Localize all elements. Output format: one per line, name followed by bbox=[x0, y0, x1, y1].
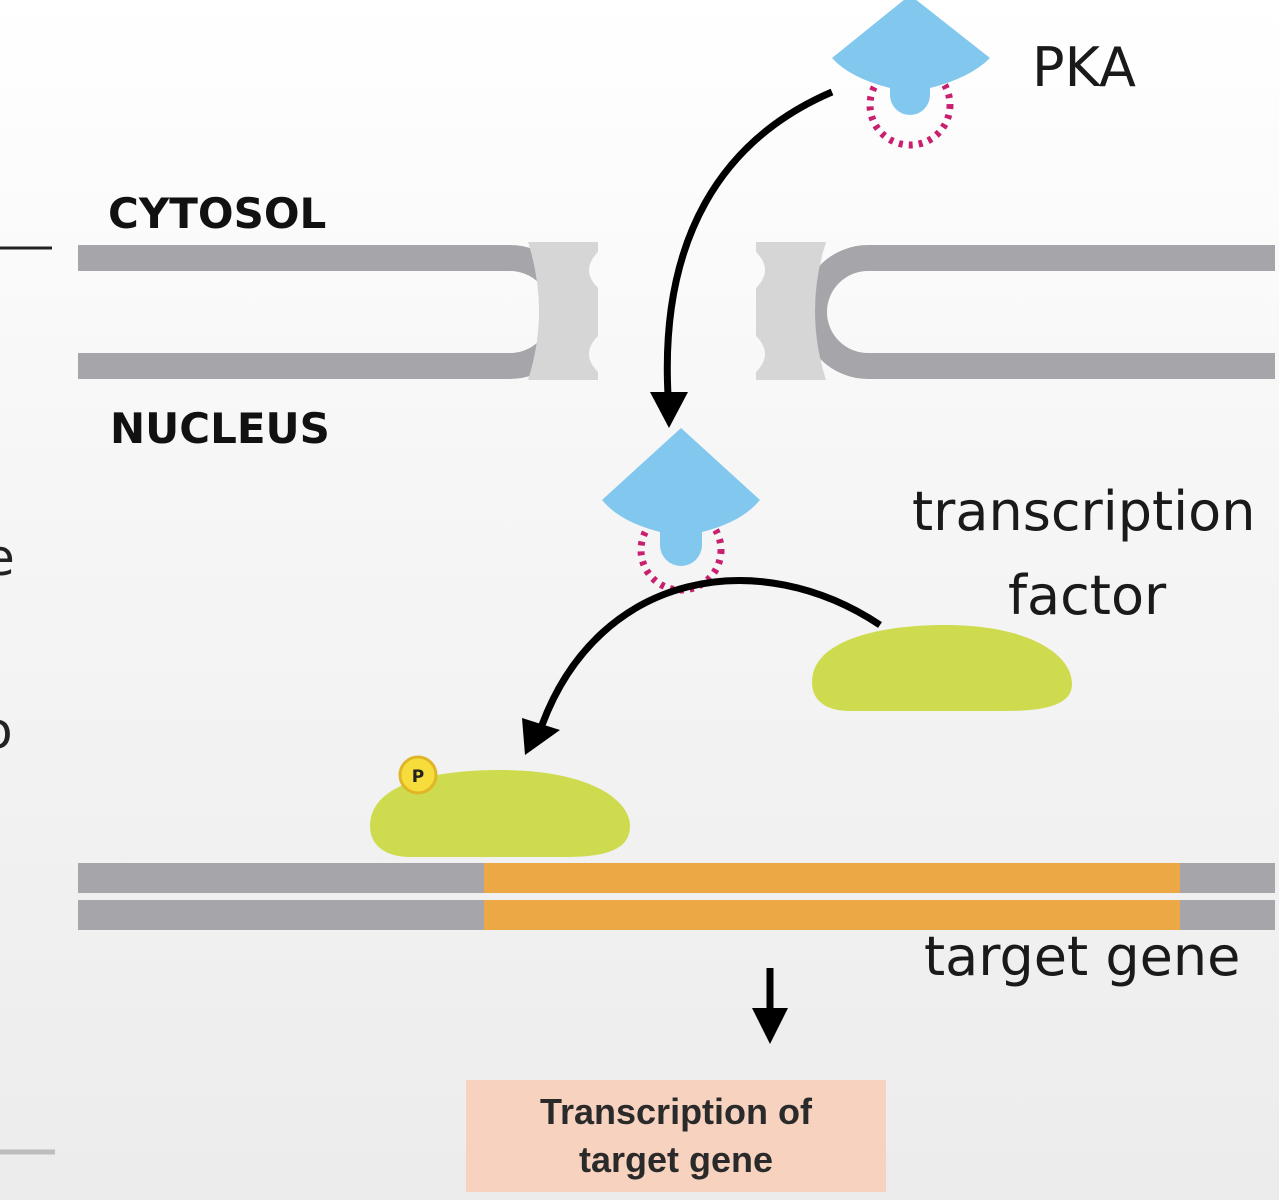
phosphate-label: P bbox=[412, 767, 424, 787]
transcription-factor-label-line2: factor bbox=[1008, 564, 1167, 627]
target-gene-segment-bottom bbox=[484, 900, 1180, 930]
nuclear-pore-left bbox=[528, 242, 598, 380]
pka-translocation-arrowhead bbox=[650, 392, 688, 428]
target-gene-segment-top bbox=[484, 863, 1180, 893]
nuclear-envelope-right bbox=[756, 242, 1275, 380]
dna-strands bbox=[78, 863, 1275, 930]
pka-kinase-icon bbox=[602, 428, 760, 566]
phosphorylation-arrowhead bbox=[522, 718, 560, 755]
pka-translocation-arrow bbox=[663, 88, 834, 396]
nuclear-envelope-left bbox=[78, 242, 598, 380]
target-gene-label: target gene bbox=[924, 925, 1240, 988]
pka-label: PKA bbox=[1032, 36, 1136, 99]
left-edge-glyph: e bbox=[0, 529, 15, 587]
transcription-factor-inactive bbox=[812, 625, 1072, 711]
transcription-result-box: Transcription of target gene bbox=[466, 1080, 886, 1192]
left-edge-glyph: o bbox=[0, 702, 13, 760]
transcription-arrowhead bbox=[752, 1008, 788, 1044]
phosphate-icon bbox=[398, 755, 438, 795]
phosphorylation-arrow bbox=[538, 577, 882, 727]
result-text-line1: Transcription of bbox=[539, 1091, 813, 1132]
pka-nucleus bbox=[602, 428, 760, 594]
transcription-factor-label-line1: transcription bbox=[912, 480, 1255, 543]
camp-ring-icon bbox=[866, 61, 954, 149]
nuclear-pore-right bbox=[756, 242, 826, 380]
nucleus-label: NUCLEUS bbox=[110, 404, 330, 453]
pka-kinase-icon bbox=[832, 0, 990, 115]
result-text-line2: target gene bbox=[578, 1139, 774, 1180]
cytosol-label: CYTOSOL bbox=[108, 189, 326, 238]
pka-cytosol bbox=[832, 0, 990, 149]
transcription-factor-active bbox=[370, 770, 630, 857]
